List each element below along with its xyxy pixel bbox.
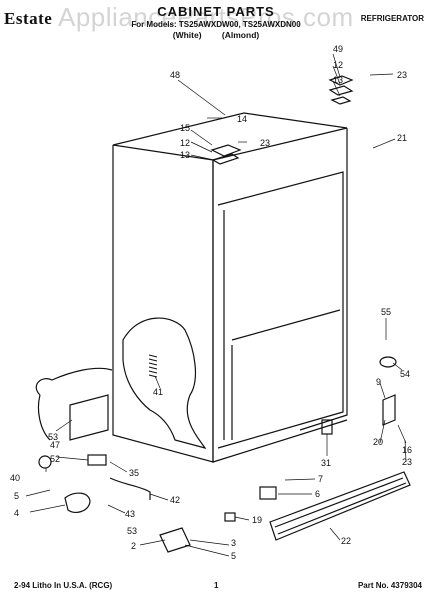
plug-40 <box>38 455 52 469</box>
footer-part-number: Part No. 4379304 <box>357 581 422 590</box>
leveling-bracket <box>159 527 191 553</box>
callout-15: 15 <box>180 123 190 133</box>
callout-31: 31 <box>321 458 331 468</box>
callout-21: 21 <box>397 133 407 143</box>
callout-5: 5 <box>14 491 19 501</box>
callout-22: 22 <box>341 536 351 546</box>
callout-19: 19 <box>252 515 262 525</box>
cabinet-top-panel <box>112 112 348 161</box>
callout-43: 43 <box>125 509 135 519</box>
callout-9: 9 <box>376 377 381 387</box>
callout-13: 13 <box>180 150 190 160</box>
callout-13b: 13 <box>333 75 343 85</box>
callout-12b: 12 <box>333 60 343 70</box>
callout-12: 12 <box>180 138 190 148</box>
callout-48: 48 <box>170 70 180 80</box>
callout-35: 35 <box>129 468 139 478</box>
callout-55: 55 <box>381 307 391 317</box>
side-cutout <box>122 317 207 449</box>
wire-harness <box>35 367 113 441</box>
toe-grille <box>269 471 411 541</box>
leader-lines <box>25 53 407 557</box>
cabinet-front-opening <box>212 160 348 463</box>
cam-part <box>379 356 397 368</box>
footer-page-number: 1 <box>214 581 219 590</box>
callout-7: 7 <box>318 474 323 484</box>
watermark-text: AppliancePartsPros.com <box>58 2 354 32</box>
callout-42: 42 <box>170 495 180 505</box>
drain-tube <box>109 477 151 500</box>
callout-52: 52 <box>50 454 60 464</box>
callout-53b: 53 <box>127 526 137 536</box>
callout-2: 2 <box>131 541 136 551</box>
cabinet-inner-liner <box>223 210 341 440</box>
callout-40: 40 <box>10 473 20 483</box>
callout-23b: 23 <box>397 70 407 80</box>
callout-23c: 23 <box>402 457 412 467</box>
footer-litho: 2-94 Litho In U.S.A. (RCG) <box>14 581 113 590</box>
callout-4: 4 <box>14 508 19 518</box>
callout-5b: 5 <box>231 551 236 561</box>
clip-52 <box>87 454 107 466</box>
model-numbers: For Models: TS25AWXDW00, TS25AWXDN00 <box>131 20 301 29</box>
brand-logo: Estate <box>4 9 53 28</box>
callout-16: 16 <box>402 445 412 455</box>
clip-part <box>259 486 277 500</box>
spring-part <box>148 354 158 378</box>
callout-3: 3 <box>231 538 236 548</box>
callout-23: 23 <box>260 138 270 148</box>
drain-coupling <box>64 492 91 513</box>
clip-19 <box>224 512 236 522</box>
callout-14: 14 <box>237 114 247 124</box>
bottom-hinge <box>382 394 396 426</box>
callout-54: 54 <box>400 369 410 379</box>
callout-49: 49 <box>333 44 343 54</box>
callout-20: 20 <box>373 437 383 447</box>
callout-47: 47 <box>50 440 60 450</box>
callout-numbers: 48 14 15 12 13 23 49 12 13 23 21 41 55 5… <box>10 44 412 561</box>
cabinet-right-back <box>299 128 348 431</box>
cabinet-left-side <box>112 145 214 463</box>
color-labels: (White) (Almond) <box>172 30 260 40</box>
category-label: REFRIGERATOR <box>360 14 424 23</box>
callout-6: 6 <box>315 489 320 499</box>
callout-53: 53 <box>48 432 58 442</box>
callout-41: 41 <box>153 387 163 397</box>
top-hinge-left <box>210 144 242 165</box>
top-hinge-right <box>328 75 354 105</box>
diagram-title: CABINET PARTS <box>157 4 275 19</box>
electrical-box <box>69 394 109 441</box>
